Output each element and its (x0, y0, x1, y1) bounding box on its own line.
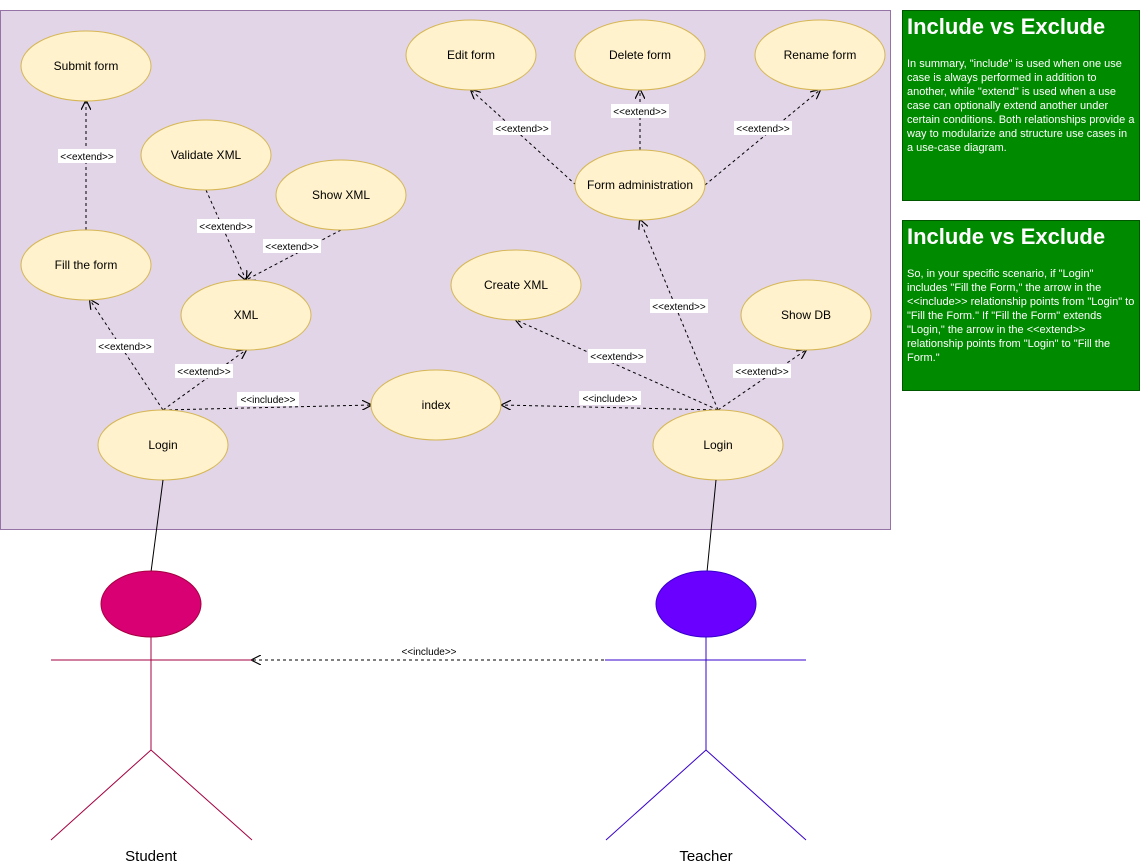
note-include-vs-exclude-scenario: Include vs Exclude So, in your specific … (902, 220, 1140, 391)
usecase-label: Create XML (484, 278, 548, 292)
usecase-label: Rename form (784, 48, 857, 62)
teacher-head (655, 570, 757, 638)
usecase-label: index (422, 398, 451, 412)
relation-login-teacher-to-index (502, 405, 719, 411)
usecase-label: Validate XML (171, 148, 242, 162)
usecase-create-xml[interactable] (450, 249, 582, 321)
usecase-fill-the-form[interactable] (20, 229, 152, 301)
relation-validate-to-xml (205, 189, 246, 280)
usecase-form-administration[interactable] (574, 149, 706, 221)
relation-label: <<extend>> (495, 124, 549, 135)
usecase-label: Delete form (609, 48, 671, 62)
usecase-label: Login (148, 438, 177, 452)
actor-teacher-label: Teacher (679, 848, 732, 865)
usecase-show-db[interactable] (740, 279, 872, 351)
relation-label: <<extend>> (177, 367, 231, 378)
relation-login-to-xml (162, 350, 246, 411)
relation-label: <<include>> (582, 394, 637, 405)
usecase-label: Login (703, 438, 732, 452)
relation-login-to-admin (640, 220, 719, 411)
relation-label: <<extend>> (265, 242, 319, 253)
association-student-login (150, 479, 164, 573)
relation-label: <<extend>> (199, 222, 253, 233)
usecase-label: Edit form (447, 48, 495, 62)
relation-login-to-fill (90, 300, 164, 411)
actor-student-label: Student (125, 848, 178, 865)
relation-label: <<extend>> (590, 352, 644, 363)
relation-label: <<extend>> (652, 302, 706, 313)
usecase-label: Show DB (781, 308, 831, 322)
usecase-submit-form[interactable] (20, 30, 152, 102)
relation-label: <<extend>> (613, 107, 667, 118)
relation-label: <<include>> (240, 395, 295, 406)
usecase-validate-xml[interactable] (140, 119, 272, 191)
usecase-login-teacher[interactable] (652, 409, 784, 481)
relation-login-to-create-xml (516, 320, 719, 411)
relation-label: <<extend>> (736, 124, 790, 135)
usecase-rename-form[interactable] (754, 19, 886, 91)
relation-label: <<include>> (401, 647, 456, 658)
usecase-label: Submit form (54, 59, 119, 73)
relation-label: <<extend>> (60, 152, 114, 163)
usecase-edit-form[interactable] (405, 19, 537, 91)
actor-student[interactable] (50, 570, 253, 841)
note-body: In summary, "include" is used when one u… (907, 58, 1135, 154)
usecase-label: Show XML (312, 188, 370, 202)
relation-login-student-to-index (162, 405, 371, 411)
usecase-label: XML (234, 308, 259, 322)
usecase-index[interactable] (370, 369, 502, 441)
student-head (100, 570, 202, 638)
usecase-delete-form[interactable] (574, 19, 706, 91)
note-body: So, in your specific scenario, if "Login… (907, 268, 1135, 364)
association-teacher-login (706, 479, 717, 573)
usecase-label: Form administration (587, 178, 693, 192)
relation-admin-to-rename (704, 90, 820, 186)
relation-label: <<extend>> (98, 342, 152, 353)
usecase-label: Fill the form (55, 258, 118, 272)
usecase-xml[interactable] (180, 279, 312, 351)
note-include-vs-exclude-summary: Include vs Exclude In summary, "include"… (902, 10, 1140, 201)
usecase-show-xml[interactable] (275, 159, 407, 231)
relation-label: <<extend>> (735, 367, 789, 378)
note-title: Include vs Exclude (907, 14, 1106, 39)
actor-teacher[interactable] (605, 570, 807, 841)
note-title: Include vs Exclude (907, 224, 1106, 249)
